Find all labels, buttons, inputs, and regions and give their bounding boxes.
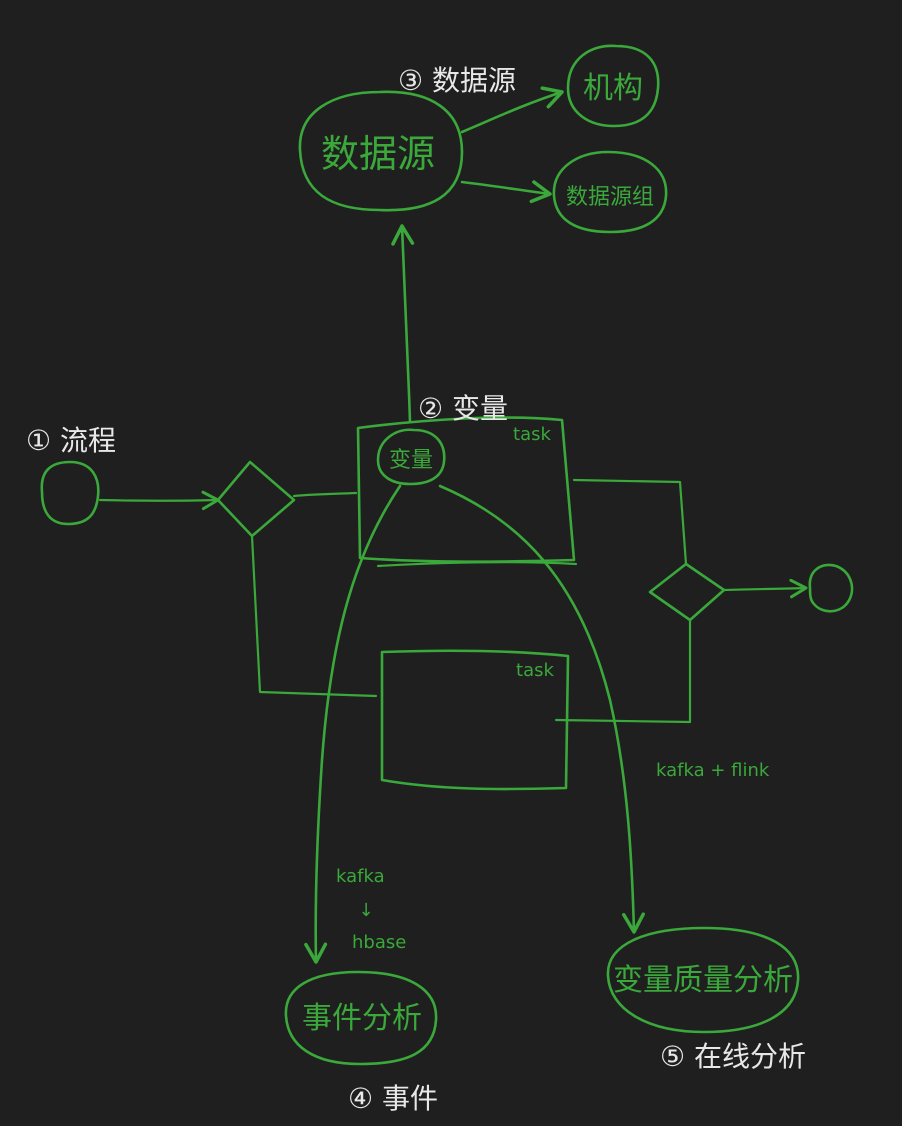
variable-ellipse <box>376 428 446 486</box>
kafka-hbase-arrow: ↓ <box>358 900 373 921</box>
task-1-bottom-line <box>376 561 578 568</box>
task1-to-merge <box>572 478 688 566</box>
kafka-flink-label: kafka + flink <box>656 760 770 781</box>
end-node <box>808 563 854 613</box>
institution-label: 机构 <box>583 71 643 106</box>
hbase-label: hbase <box>352 932 406 953</box>
annotation-datasource: ③ 数据源 <box>398 64 516 97</box>
task-box-2 <box>380 649 570 791</box>
merge-gateway <box>648 562 726 622</box>
event-analysis-label: 事件分析 <box>302 1001 422 1036</box>
kafka-label: kafka <box>336 866 385 887</box>
gateway-to-task2 <box>250 534 378 698</box>
quality-analysis-label: 变量质量分析 <box>613 963 793 998</box>
variable-label: 变量 <box>389 448 433 473</box>
arrow-to-institution <box>460 86 564 134</box>
institution-ellipse <box>566 44 660 128</box>
annotation-online-analysis: ⑤ 在线分析 <box>660 1040 806 1073</box>
task-2-label: task <box>516 660 554 681</box>
arrow-to-datasource-group <box>460 180 552 204</box>
event-analysis-ellipse <box>284 970 438 1066</box>
annotation-process: ① 流程 <box>26 424 116 457</box>
start-node <box>40 460 100 526</box>
merge-to-end <box>722 578 808 599</box>
datasource-label: 数据源 <box>321 132 435 176</box>
flow-variable-to-event <box>304 484 402 964</box>
split-gateway <box>216 460 296 538</box>
flow-variable-to-quality <box>438 484 646 934</box>
datasource-group-label: 数据源组 <box>566 185 654 210</box>
task2-to-merge <box>554 618 692 724</box>
datasource-ellipse <box>298 90 464 212</box>
task-box-1 <box>356 416 576 563</box>
arrow-variable-to-datasource <box>391 224 415 424</box>
datasource-group-ellipse <box>552 150 668 234</box>
annotation-variable: ② 变量 <box>418 392 508 425</box>
quality-analysis-ellipse <box>606 926 800 1034</box>
annotation-event: ④ 事件 <box>348 1082 438 1115</box>
task-1-label: task <box>513 424 551 445</box>
flow-start-to-gateway <box>98 490 220 511</box>
gateway-to-task1 <box>292 491 358 498</box>
